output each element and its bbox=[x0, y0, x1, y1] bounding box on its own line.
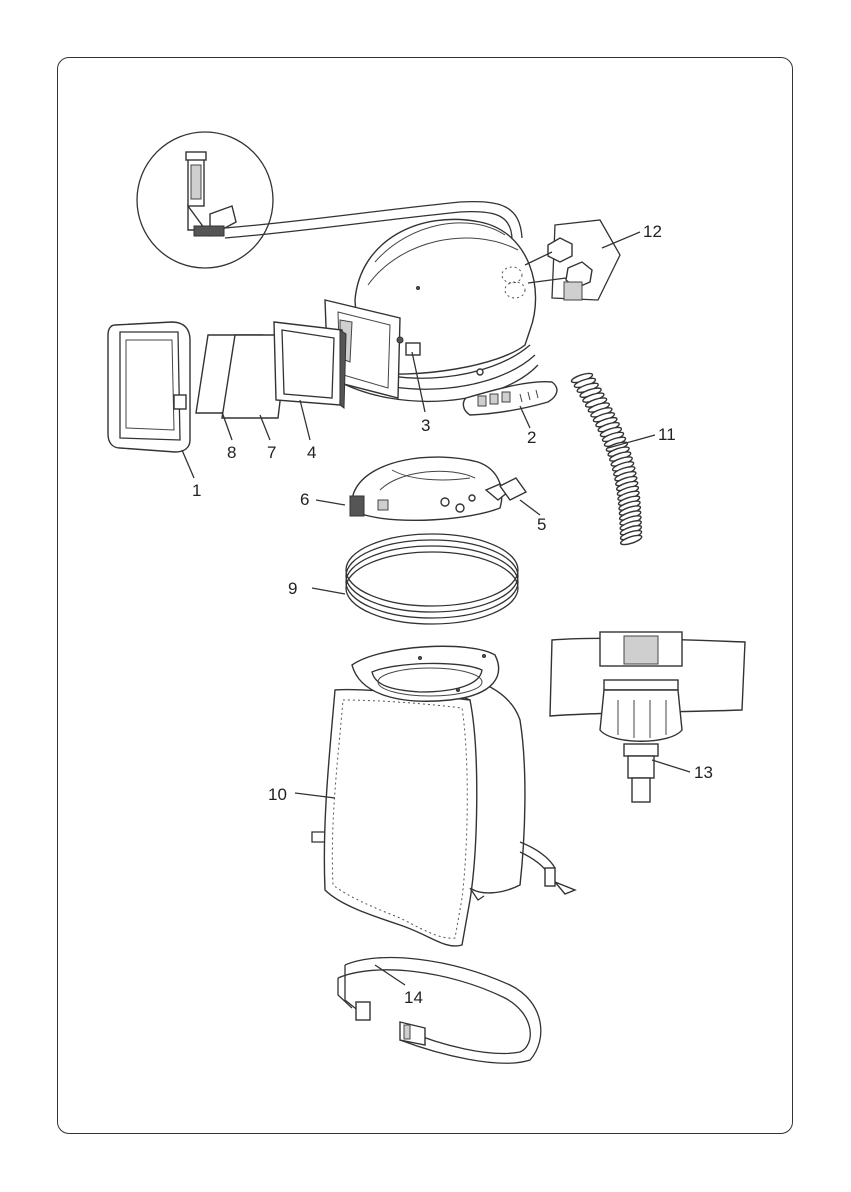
blast-cape bbox=[312, 646, 575, 946]
head-harness bbox=[350, 457, 526, 520]
callout-7: 7 bbox=[267, 443, 276, 462]
connector-detail bbox=[550, 632, 745, 802]
valve-detail-inset bbox=[137, 132, 273, 268]
callout-1: 1 bbox=[192, 481, 201, 500]
callout-4: 4 bbox=[307, 443, 316, 462]
lens-gasket bbox=[274, 322, 346, 408]
callout-5: 5 bbox=[537, 515, 546, 534]
neck-ring bbox=[346, 534, 518, 624]
callout-6: 6 bbox=[300, 490, 309, 509]
waist-belt bbox=[338, 958, 541, 1064]
callout-10: 10 bbox=[268, 785, 287, 804]
corrugated-hose bbox=[571, 372, 643, 547]
callout-9: 9 bbox=[288, 579, 297, 598]
blast-helmet bbox=[325, 219, 538, 401]
outer-lens-frame bbox=[108, 322, 190, 452]
callout-2: 2 bbox=[527, 428, 536, 447]
callout-14: 14 bbox=[404, 988, 423, 1007]
grip-strip bbox=[463, 382, 557, 415]
callout-13: 13 bbox=[694, 763, 713, 782]
callout-8: 8 bbox=[227, 443, 236, 462]
callout-12: 12 bbox=[643, 222, 662, 241]
hose-fitting-detail bbox=[525, 220, 620, 300]
callout-11: 11 bbox=[658, 425, 676, 444]
callout-3: 3 bbox=[421, 416, 430, 435]
